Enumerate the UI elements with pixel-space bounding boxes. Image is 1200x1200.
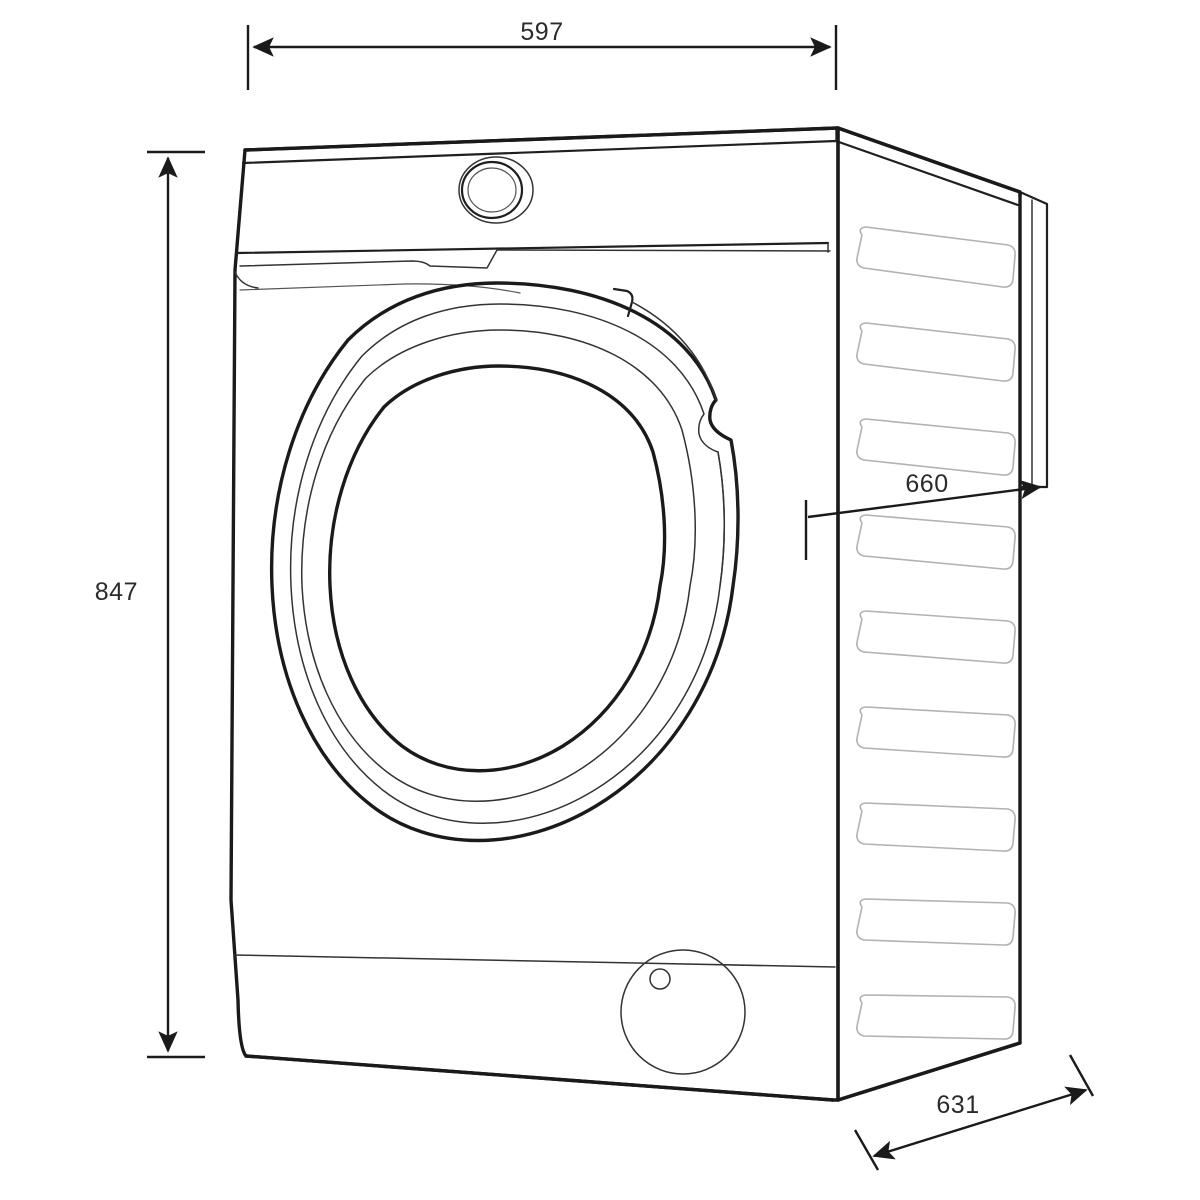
depth-body-dimension-label: 631 — [936, 1091, 979, 1119]
lower-panel-seam — [233, 954, 836, 968]
depth-overall-dimension: 660 — [804, 470, 1042, 560]
program-dial-knob — [458, 156, 534, 224]
pump-filter-grip — [649, 968, 671, 990]
door-glass — [328, 364, 667, 773]
washing-machine-body — [229, 126, 1049, 1102]
side-panel-ribs — [856, 226, 1016, 1040]
door-handle — [717, 438, 739, 588]
depth-overall-dimension-label: 660 — [905, 470, 948, 498]
height-dimension: 847 — [95, 150, 205, 1059]
control-panel — [235, 241, 831, 269]
bottom-depth-edge — [836, 1041, 1022, 1102]
width-dimension: 597 — [246, 18, 838, 90]
front-panel — [229, 126, 840, 1102]
top-panel — [241, 126, 1022, 207]
side-panel — [836, 126, 1049, 1102]
kickplate — [244, 1054, 835, 1102]
porthole-door — [269, 281, 740, 843]
pump-filter-cover — [620, 949, 746, 1075]
depth-body-dimension: 631 — [853, 1054, 1095, 1171]
height-dimension-label: 847 — [95, 578, 138, 606]
width-dimension-label: 597 — [520, 18, 563, 46]
